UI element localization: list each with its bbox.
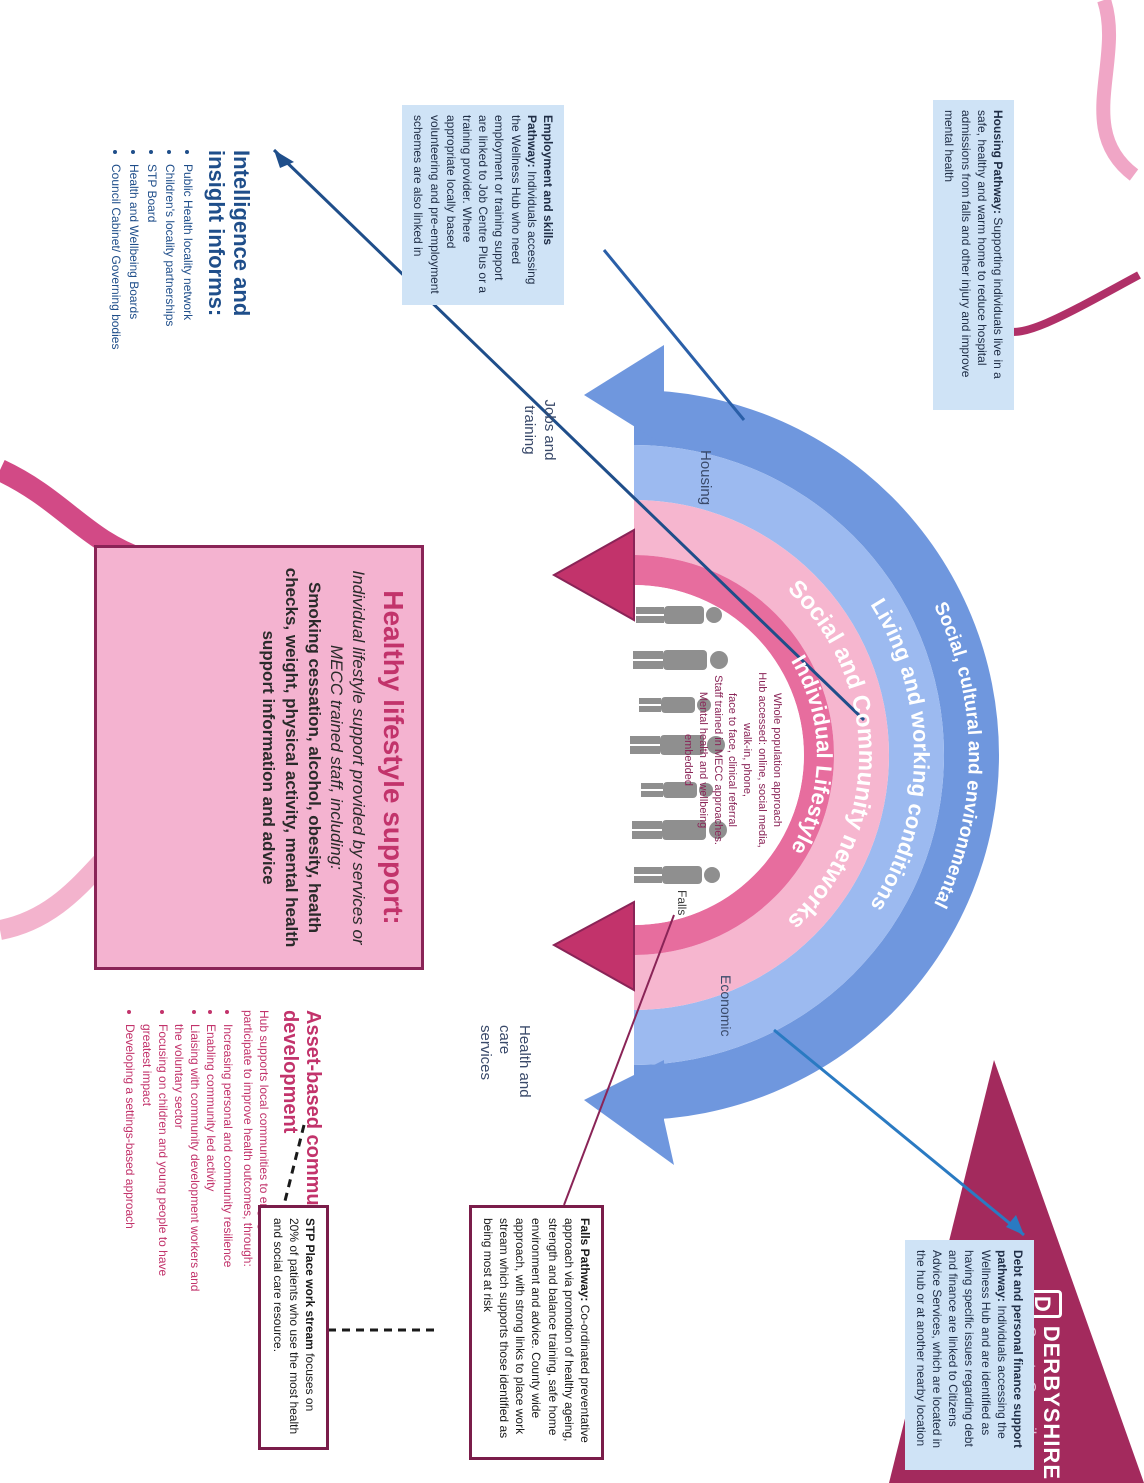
intelligence-item: STP Board: [143, 164, 161, 360]
center-line: Hub accessed: online, social media,: [756, 672, 769, 848]
asset-based-item: Increasing personal and community resili…: [219, 1024, 235, 1300]
ring-social: [634, 500, 889, 1010]
housing-heading: Housing Pathway:: [991, 110, 1005, 215]
intelligence-list: Public Health locality network Children'…: [107, 150, 197, 360]
healthy-lifestyle-box: Healthy lifestyle support: Individual li…: [94, 545, 424, 970]
segment-economic-label: Economic: [718, 975, 734, 1037]
healthy-lifestyle-intro: Individual lifestyle support provided by…: [326, 570, 368, 945]
population-icon: [630, 606, 728, 884]
housing-pathway-box: Housing Pathway: Supporting individuals …: [933, 100, 1014, 410]
arrow-housing-to-box: [272, 148, 866, 722]
falls-heading: Falls Pathway:: [578, 1218, 592, 1302]
ribbon-top-left: [1096, 0, 1139, 181]
healthy-lifestyle-services: Smoking cessation, alcohol, obesity, hea…: [258, 567, 324, 948]
ring-individual: [634, 555, 834, 955]
intelligence-item: Children's locality partnerships: [161, 164, 179, 360]
ribbon-magenta-left: [1002, 271, 1141, 336]
stp-place-box: STP Place work stream focuses on 20% of …: [258, 1205, 329, 1450]
outer-ring-arrow-right: [584, 1060, 674, 1165]
ring-outer: [634, 390, 999, 1120]
employment-text: Individuals accessing the Wellness Hub w…: [411, 115, 539, 294]
arrow-head-debt: [1006, 1215, 1024, 1235]
ring-living: [634, 445, 944, 1065]
center-line: walk-in, phone,: [741, 723, 754, 797]
center-line: Whole population approach: [771, 693, 783, 827]
debt-pathway-box: Debt and personal finance support pathwa…: [904, 1240, 1034, 1470]
ring-center: [434, 585, 804, 925]
intelligence-item: Health and Wellbeing Boards: [125, 164, 143, 360]
ribbon-bottom-right: [0, 852, 112, 940]
center-line: face to face, clinical referral: [726, 693, 739, 827]
center-line: Mental health and wellbeing: [696, 691, 709, 829]
falls-pathway-box: Falls Pathway: Co-ordinated preventative…: [468, 1205, 604, 1460]
asset-based-list: Increasing personal and community resili…: [122, 1010, 235, 1300]
center-line: embedded: [681, 734, 694, 786]
intelligence-title: Intelligence and insight informs:: [203, 150, 254, 317]
inner-arrow-left: [551, 528, 635, 622]
asset-based-item: Liaising with community development work…: [171, 1024, 203, 1300]
intelligence-panel: Intelligence and insight informs: Public…: [107, 150, 254, 360]
segment-health-label: Health and care services: [477, 1025, 533, 1098]
logo-name: DERBYSHIRE: [1039, 1325, 1064, 1480]
arrow-economic-to-debt: [773, 1028, 1025, 1237]
falls-text: Co-ordinated preventative approach via p…: [480, 1218, 592, 1443]
intelligence-item: Public Health locality network: [179, 164, 197, 360]
center-line: Staff trained in MECC approaches.: [711, 675, 724, 845]
center-text: Whole population approach Hub accessed: …: [680, 640, 784, 880]
asset-based-item: Enabling community led activity: [203, 1024, 219, 1300]
employment-pathway-box: Employment and skills Pathway: Individua…: [402, 105, 564, 305]
intelligence-item: Council Cabinet/ Governing bodies: [107, 164, 125, 360]
healthy-lifestyle-title: Healthy lifestyle support:: [378, 590, 409, 925]
asset-based-item: Developing a settings-based approach: [122, 1024, 138, 1300]
segment-falls-label: Falls: [675, 890, 689, 916]
asset-based-item: Focusing on children and young people to…: [139, 1024, 171, 1300]
outer-ring-arrow-left: [584, 345, 664, 445]
inner-arrow-right: [551, 900, 635, 992]
arrow-jobs-to-employment: [602, 249, 746, 421]
arrow-head-housing: [274, 150, 294, 168]
segment-jobs-label: Jobs and training: [521, 399, 559, 461]
segment-housing-label: Housing: [697, 450, 714, 506]
stp-heading: STP Place work stream: [303, 1218, 317, 1350]
arrow-falls-to-box: [563, 914, 675, 1206]
